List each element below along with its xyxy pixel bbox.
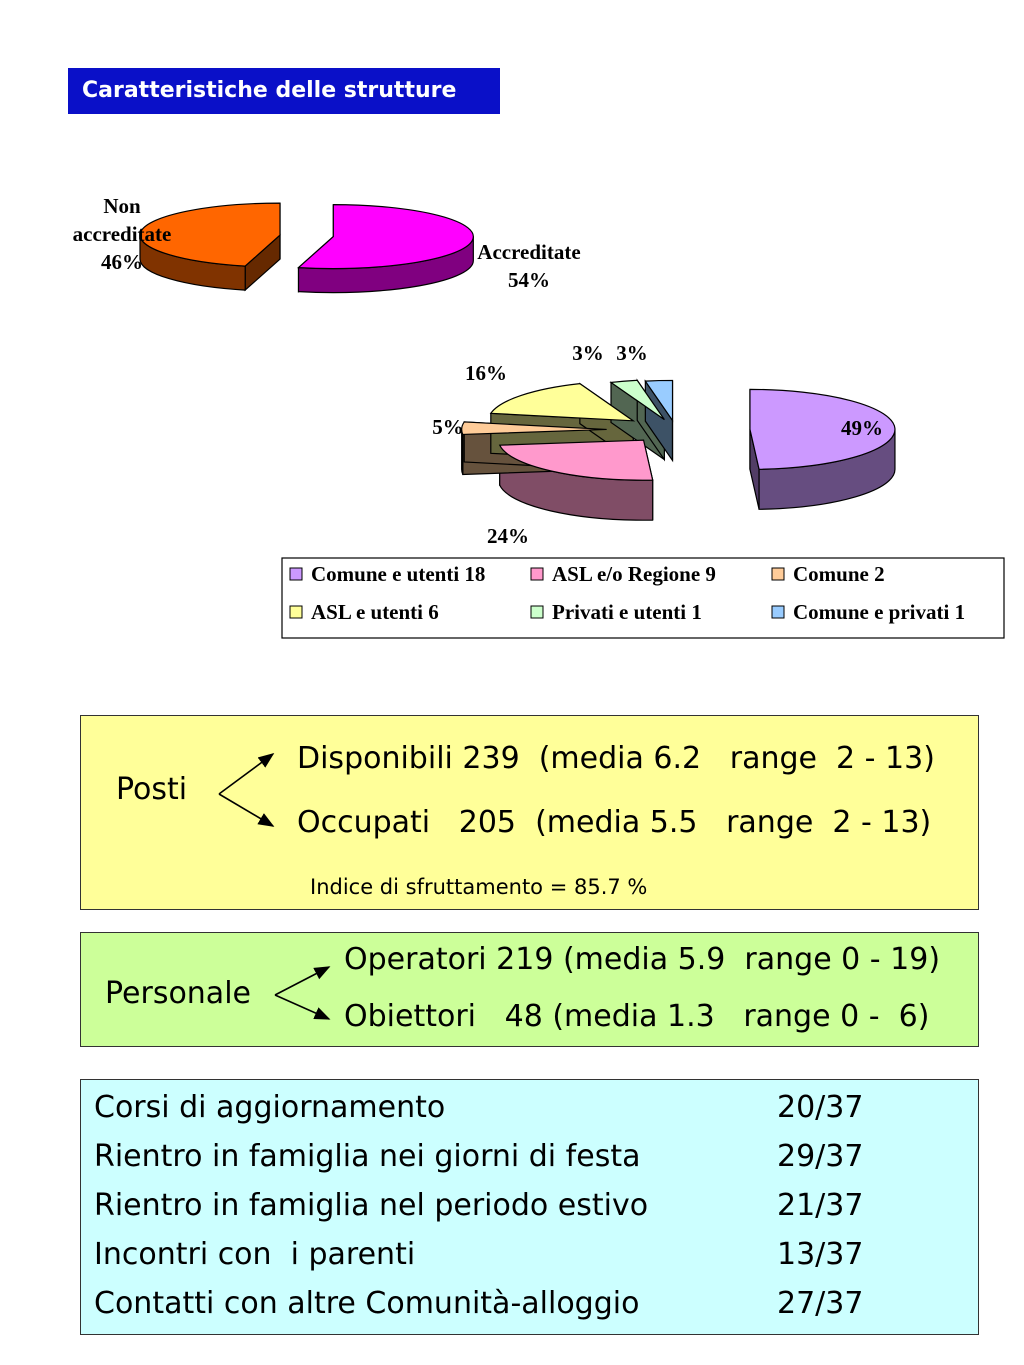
legend-item: Comune e privati 1 bbox=[771, 600, 965, 624]
legend-swatch bbox=[289, 567, 303, 581]
pie-slice-comune bbox=[461, 421, 607, 436]
attivita-value-corsi: 20/37 bbox=[777, 1090, 864, 1125]
legend-swatch bbox=[771, 605, 785, 619]
posti-disponibili: Disponibili 239 (media 6.2 range 2 - 13) bbox=[297, 741, 935, 776]
pie-slice-accreditate bbox=[297, 204, 474, 270]
pie-slice-asl-e-utenti bbox=[489, 383, 636, 422]
attivita-value-festa: 29/37 bbox=[777, 1139, 864, 1174]
legend-swatch bbox=[530, 567, 544, 581]
pie2-label-privati-utenti: 3% bbox=[572, 341, 604, 365]
legend-swatch bbox=[530, 605, 544, 619]
pie1-label-non-line2: accreditate bbox=[73, 222, 172, 246]
legend-item: ASL e utenti 6 bbox=[289, 600, 439, 624]
legend-item: Comune e utenti 18 bbox=[289, 562, 485, 586]
management-pie-chart: 49% 24% 5% 16% 3% 3% Comune e utenti 18 A… bbox=[281, 341, 1005, 639]
attivita-label-festa: Rientro in famiglia nei giorni di festa bbox=[94, 1139, 641, 1174]
personale-label: Personale bbox=[105, 976, 251, 1011]
pie-slice-non-accreditate bbox=[139, 202, 281, 267]
pie-slice-comune-e-privati bbox=[644, 379, 674, 423]
pie-slice-asl-e-o-regione bbox=[498, 439, 654, 481]
pie2-label-comune-privati: 3% bbox=[616, 341, 648, 365]
posti-branch-arrows bbox=[218, 753, 275, 827]
attivita-label-estivo: Rientro in famiglia nel periodo estivo bbox=[94, 1188, 649, 1223]
posti-occupati: Occupati 205 (media 5.5 range 2 - 13) bbox=[297, 805, 932, 840]
pie2-label-comune: 5% bbox=[432, 415, 464, 439]
attivita-label-comunita: Contatti con altre Comunità-alloggio bbox=[94, 1286, 640, 1321]
attivita-label-corsi: Corsi di aggiornamento bbox=[94, 1090, 446, 1125]
pie2-label-asl-regione: 24% bbox=[487, 524, 529, 548]
legend-item: Comune 2 bbox=[771, 562, 885, 586]
pie2-label-asl-utenti: 16% bbox=[465, 361, 507, 385]
pie1-label-non-percent: 46% bbox=[101, 250, 143, 274]
pie-slice-comune-e-utenti bbox=[749, 388, 896, 470]
pie1-label-non-line1: Non bbox=[103, 194, 141, 218]
personale-obiettori: Obiettori 48 (media 1.3 range 0 - 6) bbox=[344, 999, 930, 1034]
attivita-value-estivo: 21/37 bbox=[777, 1188, 864, 1223]
posti-indice: Indice di sfruttamento = 85.7 % bbox=[310, 875, 648, 899]
legend-swatch bbox=[771, 567, 785, 581]
pie1-label-accreditate-percent: 54% bbox=[508, 268, 550, 292]
legend-label: Comune 2 bbox=[793, 562, 885, 586]
legend-swatch bbox=[289, 605, 303, 619]
legend-label: ASL e utenti 6 bbox=[311, 600, 439, 624]
pie2-label-comune-utenti: 49% bbox=[841, 416, 883, 440]
attivita-value-parenti: 13/37 bbox=[777, 1237, 864, 1272]
legend-label: Comune e utenti 18 bbox=[311, 562, 485, 586]
legend-label: Comune e privati 1 bbox=[793, 600, 965, 624]
chart-legend: Comune e utenti 18 ASL e/o Regione 9 Comun… bbox=[281, 557, 1005, 639]
posti-label: Posti bbox=[116, 772, 188, 807]
attivita-label-parenti: Incontri con i parenti bbox=[94, 1237, 416, 1272]
attivita-value-comunita: 27/37 bbox=[777, 1286, 864, 1321]
pie-slice-privati-e-utenti bbox=[609, 379, 665, 421]
pie1-label-accreditate: Accreditate bbox=[477, 240, 580, 264]
attivita-panel: Corsi di aggiornamento 20/37 Rientro in … bbox=[80, 1079, 979, 1335]
legend-label: Privati e utenti 1 bbox=[552, 600, 702, 624]
legend-item: ASL e/o Regione 9 bbox=[530, 562, 716, 586]
personale-branch-arrows bbox=[274, 966, 331, 1020]
personale-panel: Personale Operatori 219 (media 5.9 range… bbox=[80, 932, 979, 1047]
accreditation-pie-chart: Non accreditate 46% Accreditate 54% bbox=[73, 194, 581, 294]
posti-panel: Posti Disponibili 239 (media 6.2 range 2… bbox=[80, 715, 979, 910]
personale-operatori: Operatori 219 (media 5.9 range 0 - 19) bbox=[344, 942, 941, 977]
legend-label: ASL e/o Regione 9 bbox=[552, 562, 716, 586]
legend-item: Privati e utenti 1 bbox=[530, 600, 702, 624]
page-title: Caratteristiche delle strutture bbox=[68, 68, 500, 114]
